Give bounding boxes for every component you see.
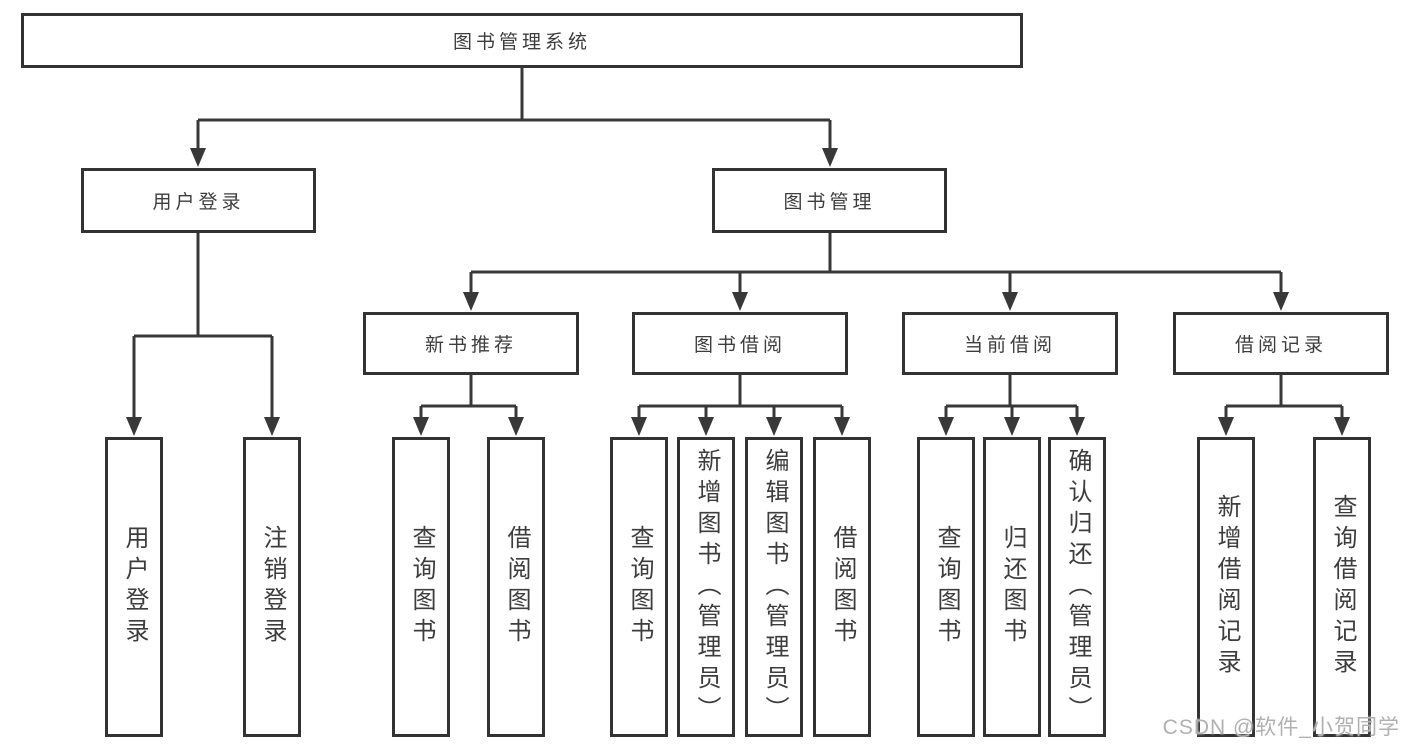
node-borrowing-records: 借阅记录 [1173, 312, 1389, 375]
arrowhead [508, 417, 524, 436]
arrowhead [1004, 417, 1020, 436]
node-label: 新书推荐 [424, 335, 517, 356]
arrowhead [822, 148, 838, 167]
node-label: 新增图书（管理员） [693, 447, 720, 727]
leaf-confirm-return-admin: 确认归还（管理员） [1048, 437, 1106, 737]
node-label: 图书借阅 [693, 335, 786, 356]
node-label: 用户登录 [152, 192, 245, 213]
leaf-add-borrow-record: 新增借阅记录 [1197, 437, 1255, 737]
node-label: 借阅图书 [503, 525, 530, 649]
node-label: 图书管理系统 [452, 32, 591, 53]
arrowhead [1334, 417, 1350, 436]
leaf-query-books-recommend: 查询图书 [392, 437, 450, 737]
arrowhead [126, 417, 142, 436]
node-label: 新增借阅记录 [1213, 494, 1240, 680]
node-label: 图书管理 [783, 192, 876, 213]
arrowhead [938, 417, 954, 436]
leaf-logout: 注销登录 [243, 437, 301, 737]
connector-current-borrowing-to-leaves [938, 375, 1085, 436]
node-label: 编辑图书（管理员） [761, 447, 788, 727]
arrowhead [732, 292, 748, 311]
node-new-book-recommendation: 新书推荐 [363, 312, 579, 375]
node-book-management: 图书管理 [712, 168, 947, 233]
leaf-query-books-borrowing: 查询图书 [610, 437, 668, 737]
node-book-borrowing: 图书借阅 [632, 312, 848, 375]
node-label: 查询图书 [933, 525, 960, 649]
node-label: 借阅图书 [829, 525, 856, 649]
node-label: 查询图书 [626, 525, 653, 649]
arrowhead [834, 417, 850, 436]
arrowhead [631, 417, 647, 436]
node-library-management-system: 图书管理系统 [21, 13, 1023, 68]
arrowhead [190, 148, 206, 167]
leaf-add-books-admin: 新增图书（管理员） [677, 437, 735, 737]
connector-root-to-level2 [190, 68, 838, 167]
node-label: 归还图书 [999, 525, 1026, 649]
connector-new-book-recommendation-to-leaves [413, 375, 524, 436]
arrowhead [264, 417, 280, 436]
leaf-borrow-books-borrowing: 借阅图书 [813, 437, 871, 737]
leaf-borrow-books-recommend: 借阅图书 [487, 437, 545, 737]
arrowhead [1273, 292, 1289, 311]
node-label: 用户登录 [121, 525, 148, 649]
leaf-edit-books-admin: 编辑图书（管理员） [745, 437, 803, 737]
leaf-return-books: 归还图书 [983, 437, 1041, 737]
arrowhead [463, 292, 479, 311]
node-label: 当前借阅 [963, 335, 1056, 356]
connector-book-management-to-level3 [463, 233, 1289, 311]
node-label: 查询借阅记录 [1329, 494, 1356, 680]
arrowhead [1069, 417, 1085, 436]
node-label: 注销登录 [259, 525, 286, 649]
node-label: 借阅记录 [1234, 335, 1327, 356]
arrowhead [698, 417, 714, 436]
connector-user-login-to-leaves [126, 233, 280, 436]
arrowhead [1002, 292, 1018, 311]
arrowhead [766, 417, 782, 436]
connector-book-borrowing-to-leaves [631, 375, 850, 436]
leaf-user-login: 用户登录 [105, 437, 163, 737]
node-user-login: 用户登录 [81, 168, 316, 233]
connector-borrowing-records-to-leaves [1218, 375, 1350, 436]
leaf-query-borrow-record: 查询借阅记录 [1313, 437, 1371, 737]
node-label: 确认归还（管理员） [1064, 447, 1091, 727]
arrowhead [1218, 417, 1234, 436]
csdn-watermark: CSDN @软件_小贺同学 [1162, 716, 1400, 739]
node-label: 查询图书 [408, 525, 435, 649]
node-current-borrowing: 当前借阅 [902, 312, 1118, 375]
leaf-query-books-current: 查询图书 [917, 437, 975, 737]
arrowhead [413, 417, 429, 436]
